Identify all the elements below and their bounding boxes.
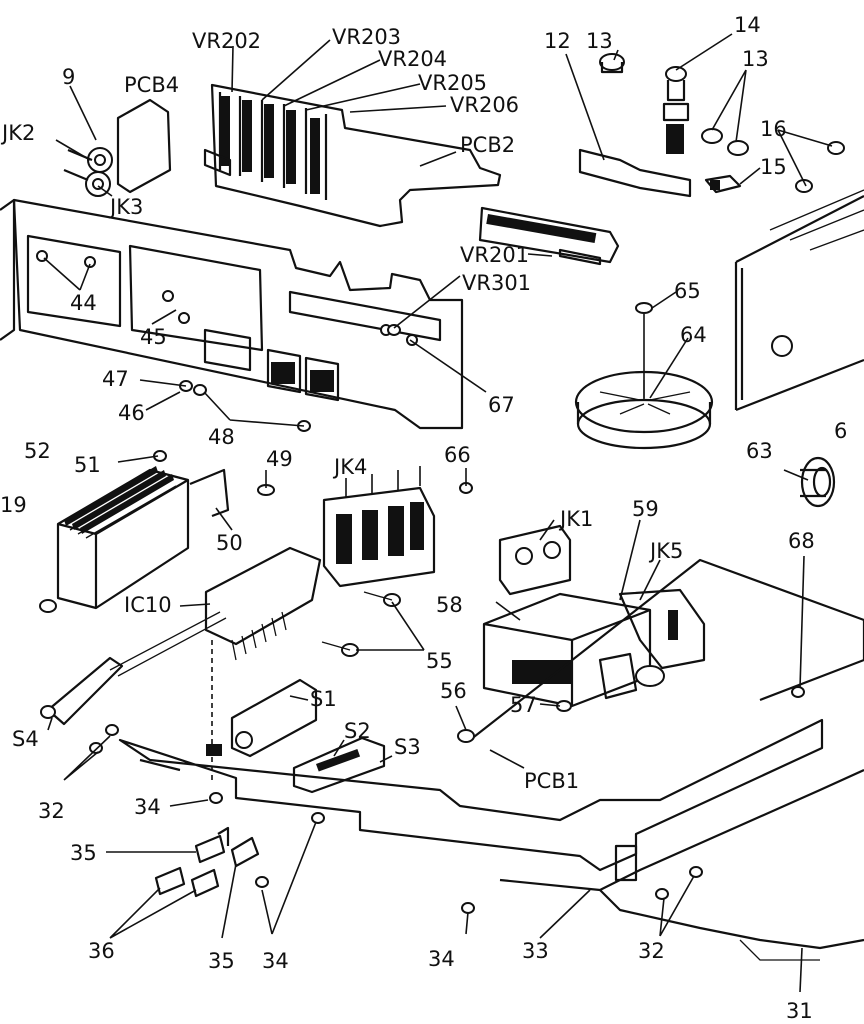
label-35-b: 35 (208, 949, 235, 973)
label-48: 48 (208, 425, 235, 449)
label-59: 59 (632, 497, 659, 521)
label-67: 67 (488, 393, 515, 417)
label-36: 36 (88, 939, 115, 963)
label-pcb1: PCB1 (524, 769, 579, 793)
switch-s1 (206, 678, 318, 758)
pulley-63 (800, 456, 836, 508)
right-cabinet (734, 189, 864, 412)
jk5-connector (618, 588, 706, 670)
label-44: 44 (70, 291, 97, 315)
label-vr203: VR203 (332, 25, 401, 49)
label-34-a: 34 (134, 795, 161, 819)
label-jk1: JK1 (558, 507, 593, 531)
label-19-partial: 19 (0, 493, 27, 517)
screws (89, 324, 805, 914)
switch-s2-s3 (292, 736, 386, 794)
pcb4-board (63, 98, 172, 197)
label-vr201: VR201 (460, 243, 529, 267)
label-vr301: VR301 (462, 271, 531, 295)
label-52: 52 (24, 439, 51, 463)
label-31: 31 (786, 999, 813, 1023)
label-s1: S1 (310, 687, 337, 711)
label-pcb2: PCB2 (460, 133, 515, 157)
label-13-right: 13 (742, 47, 769, 71)
label-15: 15 (760, 155, 787, 179)
label-50: 50 (216, 531, 243, 555)
label-s3: S3 (394, 735, 421, 759)
label-ic10: IC10 (124, 593, 172, 617)
label-vr206: VR206 (450, 93, 519, 117)
label-68: 68 (788, 529, 815, 553)
label-49: 49 (266, 447, 293, 471)
pcb2-board (203, 83, 502, 228)
label-57: 57 (510, 693, 537, 717)
connectors-35-36 (154, 826, 260, 898)
label-58: 58 (436, 593, 463, 617)
label-6-partial: 6 (834, 419, 847, 443)
label-s2: S2 (344, 719, 371, 743)
label-63: 63 (746, 439, 773, 463)
label-64: 64 (680, 323, 707, 347)
switch-s4 (40, 611, 227, 726)
label-34-b: 34 (262, 949, 289, 973)
jk4-terminal (321, 466, 436, 657)
label-jk5: JK5 (648, 539, 683, 563)
label-12: 12 (544, 29, 571, 53)
knobs-and-bracket (578, 53, 845, 198)
label-jk3: JK3 (108, 195, 143, 219)
label-45: 45 (140, 325, 167, 349)
label-pcb4: PCB4 (124, 73, 179, 97)
label-32-right: 32 (638, 939, 665, 963)
vr201-vr301-slides (478, 206, 620, 266)
part-drawings (0, 53, 864, 961)
label-56: 56 (440, 679, 467, 703)
label-14: 14 (734, 13, 761, 37)
ic10-chip (204, 546, 322, 780)
jk1-jack (498, 524, 572, 596)
label-34-c: 34 (428, 947, 455, 971)
heatsink-52 (39, 466, 190, 613)
label-vr204: VR204 (378, 47, 447, 71)
label-65: 65 (674, 279, 701, 303)
label-33: 33 (522, 939, 549, 963)
label-47: 47 (102, 367, 129, 391)
label-66: 66 (444, 443, 471, 467)
label-55: 55 (426, 649, 453, 673)
part-labels: VR202 VR203 VR204 VR205 VR206 PCB4 9 JK2… (0, 13, 847, 1023)
label-s4: S4 (12, 727, 39, 751)
label-13-top: 13 (586, 29, 613, 53)
label-jk4: JK4 (332, 455, 367, 479)
label-vr202: VR202 (192, 29, 261, 53)
motor-59 (482, 592, 665, 712)
leader-lines (43, 33, 833, 993)
label-jk2: JK2 (0, 121, 35, 145)
bracket-50 (153, 450, 275, 518)
label-16: 16 (760, 117, 787, 141)
label-35-a: 35 (70, 841, 97, 865)
label-32-left: 32 (38, 799, 65, 823)
label-9: 9 (62, 65, 75, 89)
label-51: 51 (74, 453, 101, 477)
label-vr205: VR205 (418, 71, 487, 95)
pulley-64 (574, 302, 714, 450)
label-46: 46 (118, 401, 145, 425)
lower-chassis (118, 558, 864, 961)
